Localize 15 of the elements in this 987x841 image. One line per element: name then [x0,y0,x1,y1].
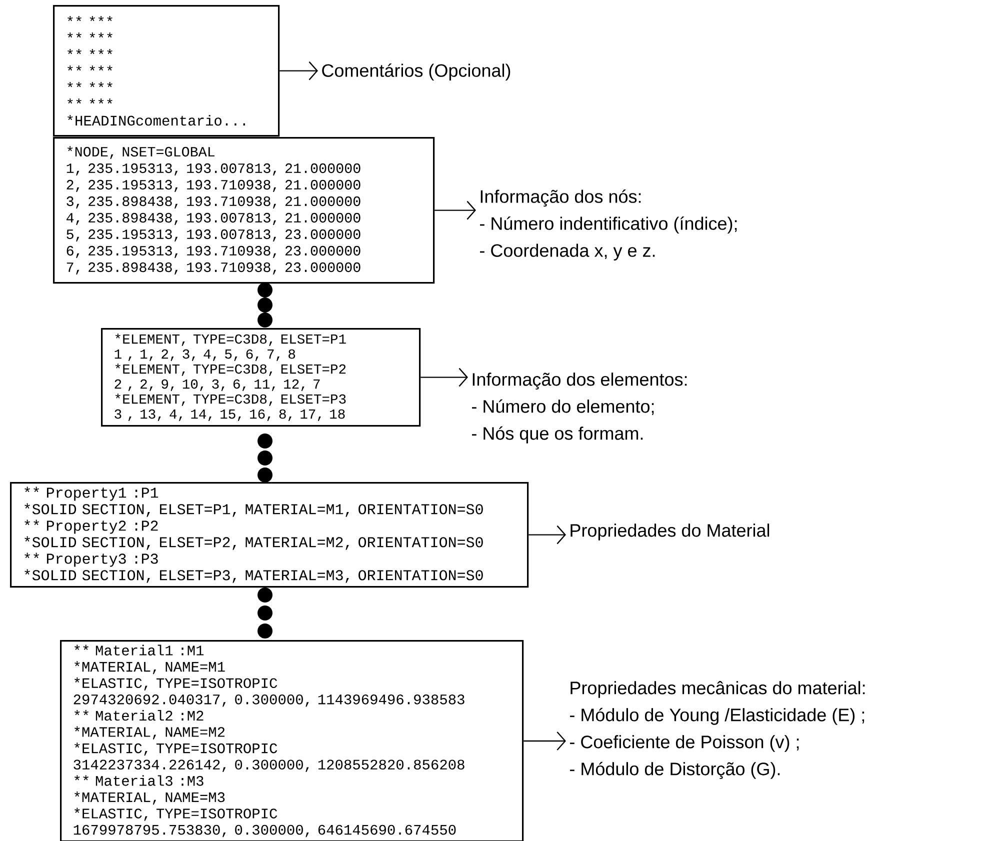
code-box: ** Material1 :M1 *MATERIAL, NAME=M1 *ELASTIC, TYPE=ISOTROPIC 2974320692.040317, 0.300000, 1143969496.938583 ** Material2 :M2 *MATERIAL, NAME=M2 *ELASTIC, TYPE=ISOTROPIC 3142237334.226142, 0.300000, 1208552820.856208 ** Material3 :M3 *MATERIAL, NAME=M3 *ELASTIC, TYPE=ISOTROPIC 1679978795.753830, 0.300000, 646145690.674550 [60,640,524,841]
arrow [434,200,476,220]
description-text: Propriedades do Material [570,524,770,540]
arrow [528,525,566,544]
description-text: Informação dos nós: - Número indentificativo (índice); - Coordenada x, y e z. [480,190,737,260]
arrow [280,61,318,80]
code-box: ** *** ** *** ** *** ** *** ** *** ** *** *HEADINGcomentario... [53,5,280,137]
arrow [420,368,468,387]
code-box: ** Property1 :P1 *SOLID SECTION, ELSET=P1, MATERIAL=M1, ORIENTATION=S0 ** Property2 :P2 *SOLID SECTION, ELSET=P2, MATERIAL=M2, ORIENTATION=S0 ** Property3 :P3 *SOLID SECTION, ELSET=P3, MATERIAL=M3, ORIENTATION=S0 [10,482,529,588]
description-text: Comentários (Opcional) [322,64,510,80]
code-box: *NODE, NSET=GLOBAL 1, 235.195313, 193.007813, 21.000000 2, 235.195313, 193.710938, 21.000000 3, 235.898438, 193.710938, 21.000000 4, 235.898438, 193.007813, 21.000000 5, 235.195313, 193.007813, 23.000000 6, 235.195313, 193.710938, 23.000000 7, 235.898438, 193.710938, 23.000000 [53,137,435,284]
code-box: *ELEMENT, TYPE=C3D8, ELSET=P1 1 , 1, 2, 3, 4, 5, 6, 7, 8 *ELEMENT, TYPE=C3D8, ELSET=P2 2 , 2, 9, 10, 3, 6, 11, 12, 7 *ELEMENT, TYPE=C3D8, ELSET=P3 3 , 13, 4, 14, 15, 16, 8, 17, 18 [101,328,421,427]
description-text: Informação dos elementos: - Número do elemento; - Nós que os formam. [472,372,687,444]
arrow [524,732,566,750]
description-text: Propriedades mecânicas do material: - Módulo de Young /Elasticidade (E) ; - Coeficiente de Poisson (v) ; - Módulo de Distorção (G). [570,681,865,779]
